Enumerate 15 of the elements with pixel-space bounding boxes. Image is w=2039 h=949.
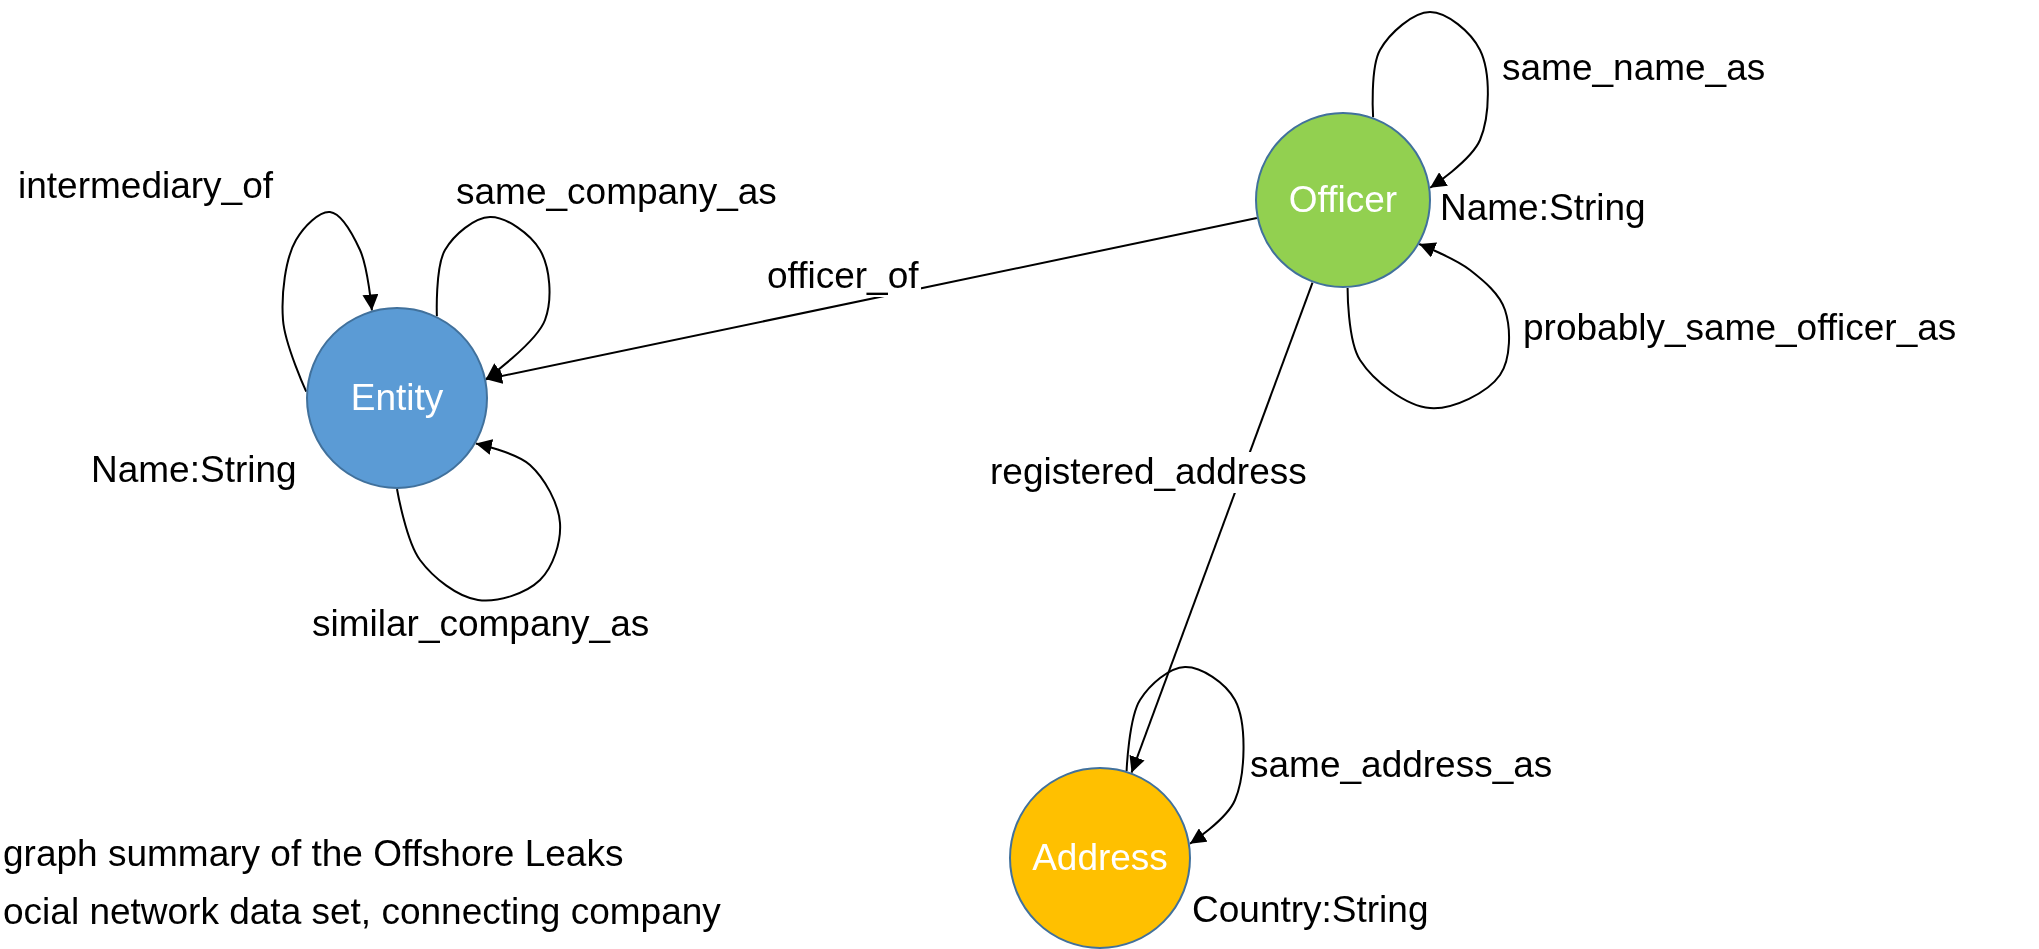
attribute-label: Name:String	[91, 450, 297, 491]
self-loop-arrow	[396, 439, 562, 602]
caption-text: graph summary of the Offshore Leaks	[3, 834, 624, 875]
self-loop-arrow	[1346, 242, 1511, 410]
attribute-label: Country:String	[1192, 890, 1429, 931]
node-label: Entity	[350, 377, 444, 419]
arrow	[1129, 281, 1314, 774]
self-loop-arrow	[281, 211, 379, 393]
arrow	[485, 217, 1258, 384]
attribute-label: Name:String	[1440, 188, 1646, 229]
self-loop-arrow	[435, 216, 551, 381]
node-label: Address	[1032, 837, 1168, 879]
caption-text: ocial network data set, connecting company	[3, 892, 721, 933]
self-loop-arrow	[1125, 666, 1245, 845]
node-label: Officer	[1288, 179, 1398, 221]
